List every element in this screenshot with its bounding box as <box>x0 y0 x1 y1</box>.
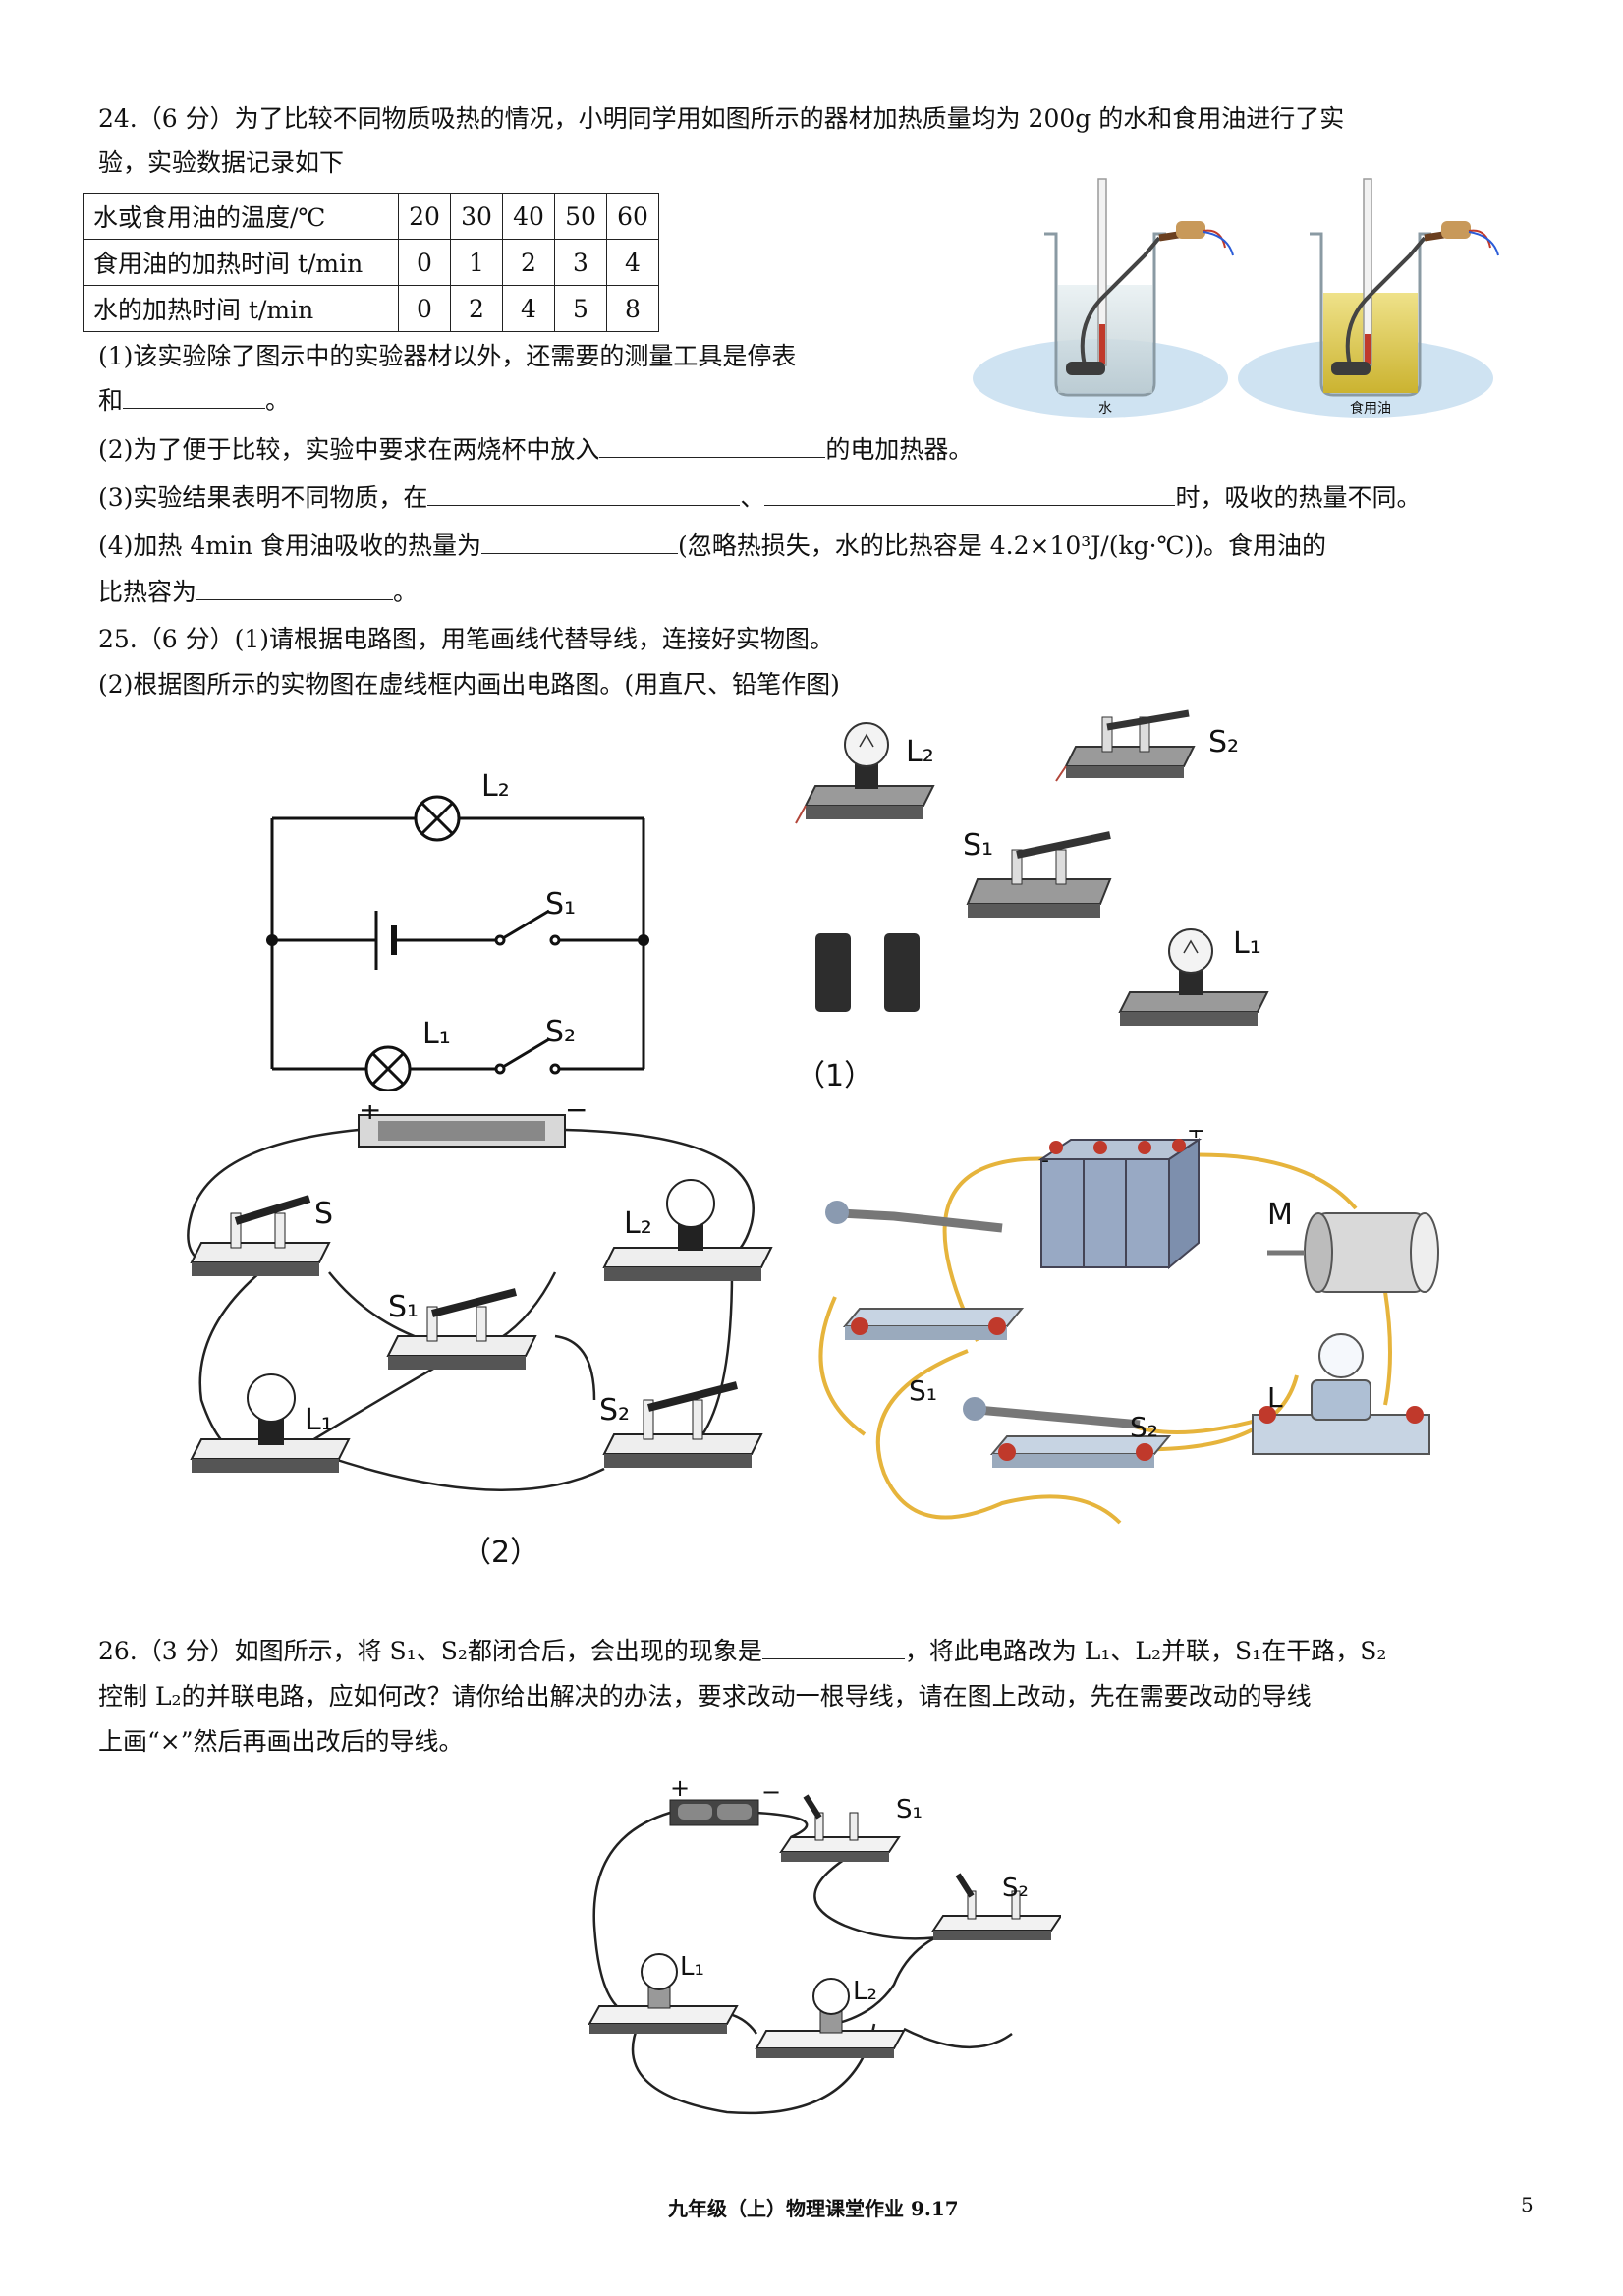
oil-beaker <box>1310 178 1499 397</box>
label-l2: L₂ <box>624 1206 652 1241</box>
table-row: 水的加热时间 t/min 0 2 4 5 8 <box>83 285 659 332</box>
components-photo-2: + − S L₂ S₁ L₁ S₂ （2） <box>187 1105 773 1570</box>
switch-s1-component <box>825 1201 1025 1340</box>
switch-s2-component <box>1055 709 1196 782</box>
label-l1: L₁ <box>680 1952 704 1982</box>
q26-line1: 26.（3 分）如图所示，将 S₁、S₂都闭合后，会出现的现象是，将此电路改为 … <box>98 1635 1387 1665</box>
water-beaker <box>1044 178 1234 397</box>
battery-cells <box>815 933 920 1012</box>
switch-s1-component <box>779 1794 901 1862</box>
table-row: 食用油的加热时间 t/min 0 1 2 3 4 <box>83 239 659 286</box>
q24-p4: (4)加热 4min 食用油吸收的热量为(忽略热损失，水的比热容是 4.2×10… <box>98 530 1327 560</box>
q24-line2: 验，实验数据记录如下 <box>98 148 345 177</box>
label-plus: + <box>670 1778 690 1802</box>
lamp-l2-component <box>755 1978 906 2058</box>
q24-line1: 24.（6 分）为了比较不同物质吸热的情况，小明同学用如图所示的器材加热质量均为… <box>98 104 1345 133</box>
label-s: S <box>314 1197 333 1231</box>
answer-blank[interactable] <box>123 384 266 409</box>
footer-title: 九年级（上）物理课堂作业 9.17 <box>668 2197 959 2220</box>
label-s2: S₂ <box>599 1393 630 1428</box>
table-row: 水或食用油的温度/℃ 20 30 40 50 60 <box>83 193 659 240</box>
answer-blank[interactable] <box>481 530 679 554</box>
label-m: M <box>1267 1198 1293 1232</box>
beaker-label-water: 水 <box>1098 401 1112 417</box>
battery-holder <box>358 1114 566 1148</box>
caption-1: （1） <box>796 1059 873 1093</box>
lamp-l-component <box>1252 1333 1430 1455</box>
beakers-illustration: 水 食用油 <box>973 178 1499 418</box>
battery-pack <box>1037 1138 1203 1270</box>
label-l2: L₂ <box>906 735 934 769</box>
page-number: 5 <box>1521 2193 1534 2216</box>
lamp-l1-component <box>1118 928 1269 1026</box>
switch-s-component <box>190 1195 331 1276</box>
q26-line3: 上画“×”然后再画出改后的导线。 <box>98 1727 464 1756</box>
label-s2: S₂ <box>1002 1874 1029 1903</box>
label-l1: L₁ <box>305 1403 333 1437</box>
answer-blank[interactable] <box>196 576 394 600</box>
motor <box>1267 1212 1439 1293</box>
q26-line2: 控制 L₂的并联电路，应如何改？请你给出解决的办法，要求改动一根导线，请在图上改… <box>98 1682 1312 1710</box>
lamp-l1-symbol <box>364 1045 412 1091</box>
label-l: L <box>1267 1381 1283 1414</box>
label-minus: − <box>761 1778 781 1806</box>
switch-s2-component <box>931 1873 1061 1940</box>
switch-s2-component <box>963 1397 1172 1468</box>
components-photo-3: - + M S₁ S₂ L <box>818 1130 1439 1525</box>
answer-blank[interactable] <box>599 433 826 458</box>
q25-line2: (2)根据图所示的实物图在虚线框内画出电路图。(用直尺、铅笔作图) <box>98 670 840 699</box>
switch-s1-symbol <box>494 909 561 946</box>
label-l2: L₂ <box>481 769 510 804</box>
label-s1: S₁ <box>909 1374 937 1407</box>
label-l1: L₁ <box>1233 926 1261 961</box>
answer-blank[interactable] <box>764 481 1176 506</box>
lamp-l1-component <box>588 1953 739 2034</box>
lamp-l2-component <box>795 722 935 824</box>
label-minus: - <box>1041 1148 1049 1173</box>
label-l1: L₁ <box>422 1017 451 1051</box>
q26-circuit-figure: + − S₁ S₂ L₁ L₂ <box>588 1778 1061 2115</box>
label-s1: S₁ <box>388 1290 419 1324</box>
battery-holder <box>669 1799 759 1826</box>
q24-data-table: 水或食用油的温度/℃ 20 30 40 50 60 食用油的加热时间 t/min… <box>83 193 659 332</box>
label-s1: S₁ <box>896 1795 923 1824</box>
label-s2: S₂ <box>545 1015 576 1049</box>
answer-blank[interactable] <box>427 481 741 506</box>
circuit-schematic: L₂ S₁ L₁ S₂ <box>266 769 649 1091</box>
q24-p5: 比热容为。 <box>98 576 419 606</box>
label-l2: L₂ <box>853 1977 877 2006</box>
q24-p1a: (1)该实验除了图示中的实验器材以外，还需要的测量工具是停表 <box>98 342 797 370</box>
switch-s2-component <box>602 1381 763 1468</box>
label-minus: − <box>565 1105 588 1126</box>
label-s1: S₁ <box>963 828 993 863</box>
q24-p1b: 和。 <box>98 384 291 415</box>
components-photo-1: L₂ S₂ S₁ L₁ （1） <box>795 709 1269 1093</box>
answer-blank[interactable] <box>761 1635 905 1659</box>
label-s2: S₂ <box>1208 725 1239 759</box>
q24-p3: (3)实验结果表明不同物质，在、时，吸收的热量不同。 <box>98 481 1422 512</box>
label-plus: + <box>1187 1130 1204 1144</box>
switch-s2-symbol <box>494 1037 561 1075</box>
lamp-l2-symbol <box>414 795 461 842</box>
q24-p2: (2)为了便于比较，实验中要求在两烧杯中放入的电加热器。 <box>98 433 974 464</box>
battery-symbol <box>374 911 397 970</box>
label-s1: S₁ <box>545 887 576 922</box>
label-s2: S₂ <box>1130 1411 1158 1443</box>
label-plus: + <box>359 1105 381 1126</box>
q25-line1: 25.（6 分）(1)请根据电路图，用笔画线代替导线，连接好实物图。 <box>98 625 835 653</box>
switch-s1-component <box>386 1288 537 1370</box>
lamp-l2-component <box>602 1179 773 1281</box>
switch-s1-component <box>966 831 1112 918</box>
lamp-l1-component <box>190 1373 351 1473</box>
beaker-label-oil: 食用油 <box>1350 400 1391 417</box>
caption-2: （2） <box>462 1536 539 1570</box>
